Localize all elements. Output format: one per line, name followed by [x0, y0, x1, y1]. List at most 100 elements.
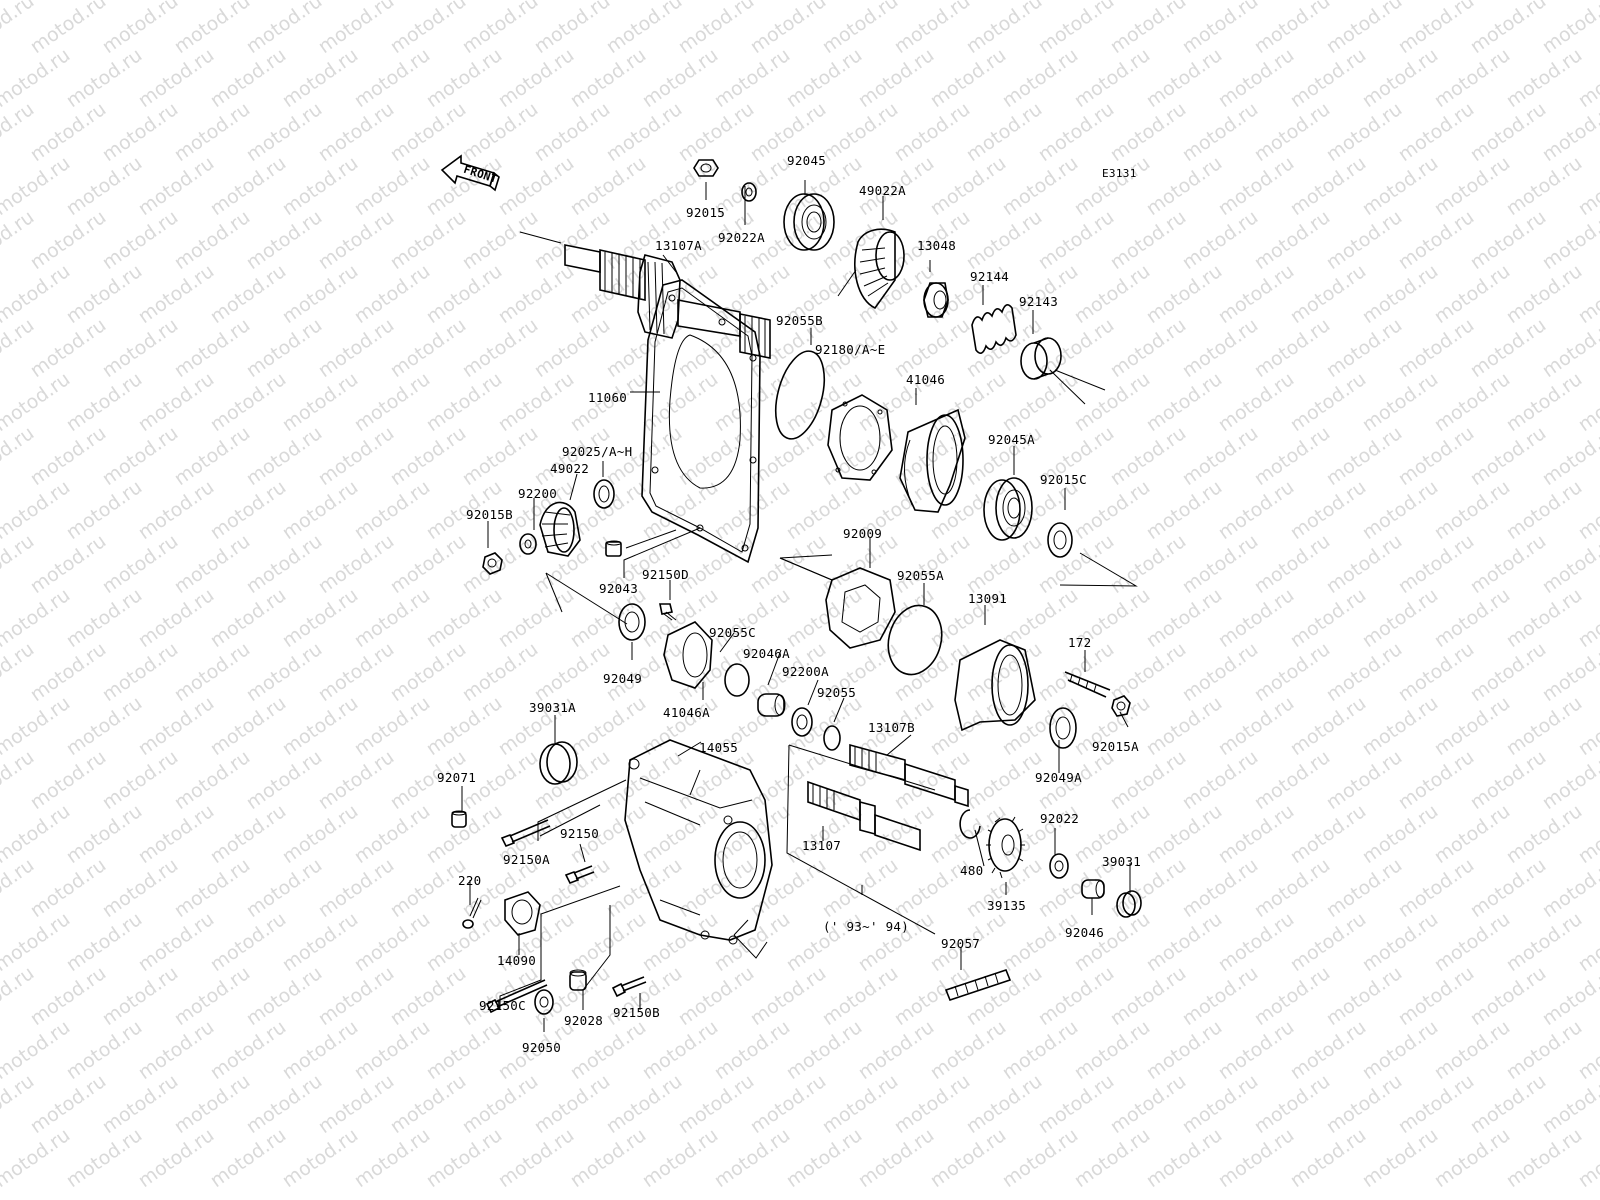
- watermark-text: motod.ru: [746, 1070, 830, 1138]
- watermark-text: motod.ru: [314, 98, 398, 166]
- watermark-text: motod.ru: [98, 1070, 182, 1138]
- watermark-text: motod.ru: [1214, 584, 1298, 652]
- watermark-text: motod.ru: [98, 0, 182, 58]
- watermark-text: motod.ru: [530, 0, 614, 58]
- watermark-text: motod.ru: [26, 530, 110, 598]
- shaft-13107: [807, 780, 921, 852]
- watermark-text: motod.ru: [314, 530, 398, 598]
- watermark-text: motod.ru: [1394, 638, 1478, 706]
- watermark-text: motod.ru: [1466, 530, 1550, 598]
- watermark-text: motod.ru: [782, 692, 866, 760]
- housing-41046A: [663, 621, 713, 689]
- watermark-text: motod.ru: [1394, 962, 1478, 1030]
- watermark-text: motod.ru: [1358, 44, 1442, 112]
- watermark-text: motod.ru: [422, 368, 506, 436]
- washer-92200A: [791, 707, 813, 737]
- watermark-text: motod.ru: [1106, 206, 1190, 274]
- watermark-text: motod.ru: [458, 206, 542, 274]
- watermark-text: motod.ru: [926, 152, 1010, 220]
- watermark-text: motod.ru: [1358, 476, 1442, 544]
- bolt-92150A: [500, 819, 551, 848]
- watermark-text: motod.ru: [1466, 746, 1550, 814]
- watermark-text: motod.ru: [1358, 584, 1442, 652]
- watermark-text: motod.ru: [1178, 854, 1262, 922]
- watermark-text: motod.ru: [1142, 44, 1226, 112]
- label-92055C: 92055C: [709, 625, 756, 640]
- watermark-text: motod.ru: [170, 1070, 254, 1138]
- watermark-text: motod.ru: [1430, 368, 1514, 436]
- watermark-text: motod.ru: [314, 314, 398, 382]
- watermark-text: motod.ru: [134, 152, 218, 220]
- label-92015B: 92015B: [466, 507, 513, 522]
- watermark-text: motod.ru: [998, 1016, 1082, 1084]
- label-49022: 49022: [550, 461, 589, 476]
- washer-92022: [1049, 853, 1069, 879]
- watermark-text: motod.ru: [1142, 260, 1226, 328]
- watermark-text: motod.ru: [1214, 44, 1298, 112]
- watermark-text: motod.ru: [1178, 638, 1262, 706]
- watermark-text: motod.ru: [206, 152, 290, 220]
- watermark-text: motod.ru: [62, 260, 146, 328]
- watermark-text: motod.ru: [530, 1070, 614, 1138]
- watermark-text: motod.ru: [1106, 314, 1190, 382]
- watermark-text: motod.ru: [998, 44, 1082, 112]
- watermark-text: motod.ru: [1394, 0, 1478, 58]
- watermark-text: motod.ru: [566, 908, 650, 976]
- watermark-text: motod.ru: [638, 1124, 722, 1192]
- watermark-text: motod.ru: [1214, 800, 1298, 868]
- watermark-text: motod.ru: [1286, 1016, 1370, 1084]
- watermark-text: motod.ru: [314, 638, 398, 706]
- label-14055: 14055: [699, 740, 738, 755]
- watermark-text: motod.ru: [1178, 314, 1262, 382]
- watermark-text: motod.ru: [206, 1124, 290, 1192]
- watermark-text: motod.ru: [818, 854, 902, 922]
- cap-39031: [1116, 890, 1142, 918]
- watermark-text: motod.ru: [458, 314, 542, 382]
- watermark-text: motod.ru: [1394, 746, 1478, 814]
- label-92043: 92043: [599, 581, 638, 596]
- watermark-text: motod.ru: [854, 800, 938, 868]
- watermark-text: motod.ru: [854, 44, 938, 112]
- watermark-text: motod.ru: [1214, 260, 1298, 328]
- watermark-text: motod.ru: [674, 962, 758, 1030]
- watermark-text: motod.ru: [926, 44, 1010, 112]
- watermark-text: motod.ru: [170, 0, 254, 58]
- watermark-text: motod.ru: [1286, 368, 1370, 436]
- watermark-text: motod.ru: [962, 0, 1046, 58]
- bearing-92045A: [983, 477, 1033, 541]
- o-ring-92055C: [724, 663, 750, 697]
- stud-172: [1064, 671, 1111, 698]
- watermark-text: motod.ru: [1142, 800, 1226, 868]
- watermark-text: motod.ru: [278, 368, 362, 436]
- watermark-text: motod.ru: [422, 1016, 506, 1084]
- label-39135: 39135: [987, 898, 1026, 913]
- watermark-text: motod.ru: [782, 584, 866, 652]
- watermark-text: motod.ru: [1430, 1016, 1514, 1084]
- watermark-text: motod.ru: [530, 638, 614, 706]
- watermark-text: motod.ru: [1142, 1124, 1226, 1192]
- watermark-text: motod.ru: [134, 1124, 218, 1192]
- watermark-text: motod.ru: [638, 1016, 722, 1084]
- watermark-text: motod.ru: [674, 422, 758, 490]
- label-41046: 41046: [906, 372, 945, 387]
- watermark-text: motod.ru: [746, 0, 830, 58]
- watermark-text: motod.ru: [134, 800, 218, 868]
- label-39031: 39031: [1102, 854, 1141, 869]
- watermark-text: motod.ru: [98, 854, 182, 922]
- watermark-text: motod.ru: [1286, 908, 1370, 976]
- watermark-text: motod.ru: [386, 854, 470, 922]
- bevel-gear-49022: [539, 501, 581, 557]
- watermark-text: motod.ru: [1034, 314, 1118, 382]
- watermark-text: motod.ru: [242, 1070, 326, 1138]
- pin-92043: [605, 540, 622, 557]
- watermark-text: motod.ru: [1142, 1016, 1226, 1084]
- watermark-text: motod.ru: [602, 1070, 686, 1138]
- watermark-text: motod.ru: [1286, 1124, 1370, 1192]
- watermark-text: motod.ru: [1214, 368, 1298, 436]
- oil-seal-92049A: [1049, 707, 1077, 749]
- watermark-text: motod.ru: [1430, 800, 1514, 868]
- watermark-text: motod.ru: [638, 800, 722, 868]
- year-note: (' 93~' 94): [823, 919, 909, 934]
- watermark-text: motod.ru: [314, 206, 398, 274]
- watermark-text: motod.ru: [1358, 1124, 1442, 1192]
